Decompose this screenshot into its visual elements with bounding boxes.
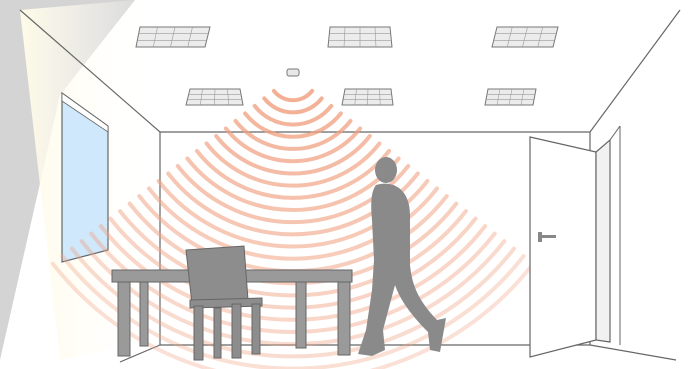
ceiling-lights bbox=[136, 27, 558, 105]
chair bbox=[186, 246, 262, 360]
ceiling-sensor-icon bbox=[287, 69, 299, 76]
door bbox=[530, 126, 620, 357]
sensor-wave bbox=[274, 91, 312, 100]
sensor-wave bbox=[255, 106, 332, 125]
